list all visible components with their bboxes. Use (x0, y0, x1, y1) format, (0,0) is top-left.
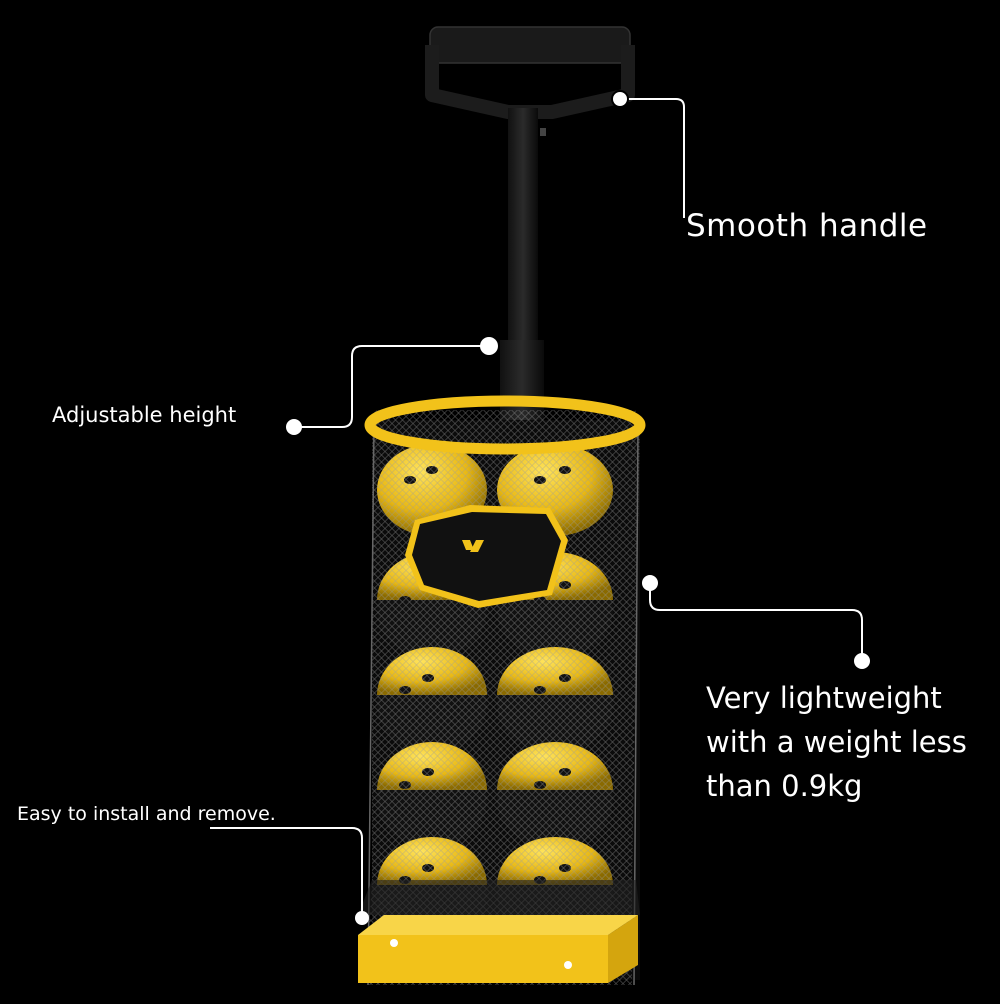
callout-lightweight: Very lightweight with a weight less than… (706, 676, 967, 808)
callout-lightweight-line3: than 0.9kg (706, 769, 863, 803)
callout-smooth-handle: Smooth handle (686, 208, 928, 244)
top-rim (364, 395, 646, 455)
callout-easy-install: Easy to install and remove. (17, 803, 276, 825)
callout-lines (210, 98, 863, 918)
callout-lightweight-line2: with a weight less (706, 725, 967, 759)
brand-badge (405, 505, 568, 608)
base (358, 880, 640, 983)
callout-adjustable-height: Adjustable height (52, 403, 237, 427)
callout-dots (286, 90, 870, 925)
callout-lightweight-line1: Very lightweight (706, 681, 942, 715)
